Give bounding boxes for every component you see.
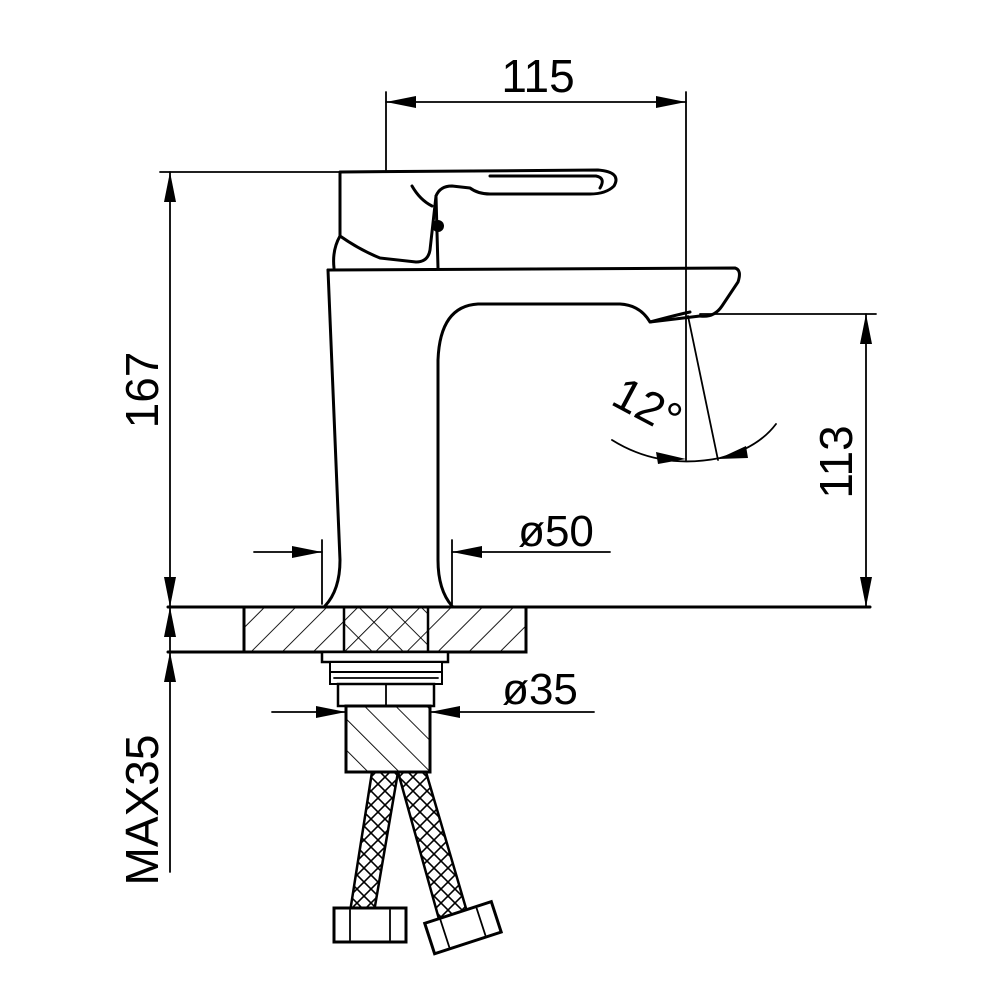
dimension-spout-height: 113 xyxy=(699,313,877,608)
faucet-handle xyxy=(332,168,618,270)
dimension-max-deck: MAX35 xyxy=(116,606,176,886)
dimension-spout-reach: 115 xyxy=(385,50,687,461)
total-height-label: 167 xyxy=(116,352,168,429)
dimension-handle-angle: 12° xyxy=(605,315,777,464)
supply-hoses xyxy=(332,770,504,956)
dimension-thread-diameter: ø35 xyxy=(271,665,595,718)
deck-section xyxy=(166,605,872,654)
thread-diameter-label: ø35 xyxy=(502,665,578,714)
dimension-total-height: 167 xyxy=(116,171,341,608)
max-deck-label: MAX35 xyxy=(116,735,168,886)
mounting-thread xyxy=(320,650,450,774)
dimension-base-diameter: ø50 xyxy=(253,507,611,605)
spout-height-label: 113 xyxy=(810,425,862,498)
faucet-body xyxy=(323,266,741,608)
base-diameter-label: ø50 xyxy=(518,507,594,556)
spout-reach-label: 115 xyxy=(501,50,574,102)
handle-angle-label: 12° xyxy=(605,367,691,446)
